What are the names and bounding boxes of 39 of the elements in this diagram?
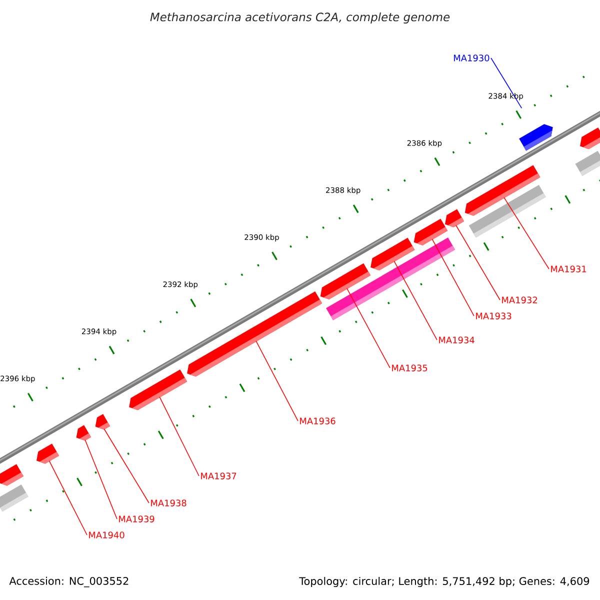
- gene-label: MA1939: [119, 516, 154, 522]
- leader-line: [504, 197, 550, 270]
- leader-line: [84, 440, 118, 520]
- gene-block: [580, 128, 600, 150]
- leader-line: [346, 288, 390, 368]
- gene-block: [575, 150, 600, 176]
- leader-line: [432, 238, 474, 316]
- gene-label: MA1931: [551, 266, 586, 272]
- gene-block: [0, 484, 28, 512]
- gene-label: MA1938: [151, 500, 186, 506]
- gene-label: MA1940: [89, 532, 124, 538]
- gene-block: [444, 209, 464, 228]
- gene-label: MA1936: [300, 418, 336, 424]
- gene-block: [519, 124, 553, 151]
- gene-label: MA1935: [392, 364, 428, 372]
- leader-line: [104, 428, 150, 504]
- footer-text: Accession: NC_003552: [9, 576, 128, 588]
- gene-block: [414, 218, 448, 246]
- title: Methanosarcina acetivorans C2A, complete genome: [150, 12, 450, 24]
- leader-line: [394, 260, 438, 340]
- leader-line: [490, 58, 522, 109]
- gene-block: [36, 444, 60, 464]
- leader-line: [256, 340, 298, 422]
- leader-line: [48, 460, 88, 536]
- leader-line: [159, 396, 200, 476]
- gene-label: MA1932: [502, 296, 537, 304]
- gene-block: [468, 184, 546, 238]
- gene-label: MA1930: [454, 54, 490, 62]
- footer-text: Topology: circular; Length: 5,751,492 bp; Genes: 4,609: [299, 576, 590, 588]
- gene-block: [187, 291, 322, 377]
- leader-line: [456, 224, 500, 300]
- gene-label: MA1937: [201, 472, 236, 480]
- gene-label: MA1933: [476, 312, 512, 320]
- gene-block: [0, 464, 24, 486]
- gene-block: [95, 414, 110, 430]
- gene-block: [326, 238, 456, 320]
- gene-label: MA1934: [439, 336, 474, 344]
- gene-block: [76, 425, 92, 441]
- gene-block: [129, 369, 188, 410]
